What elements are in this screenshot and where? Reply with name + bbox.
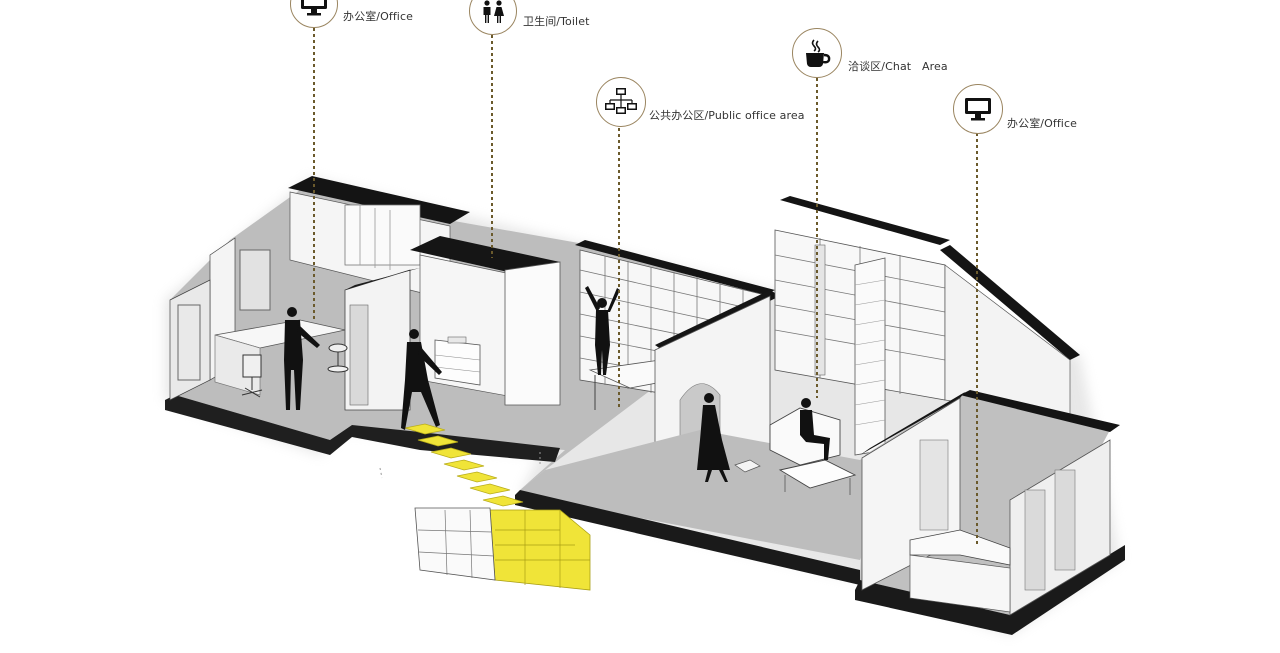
toilet-people-icon — [483, 0, 504, 23]
callout-chat-area-icon-ring — [792, 28, 842, 78]
person-standing-dress — [697, 393, 730, 482]
callout-label-public-office: 公共办公区/Public office area — [649, 109, 805, 122]
person-walking — [401, 329, 442, 430]
person-arms-raised — [585, 286, 620, 375]
monitor-icon — [301, 0, 327, 16]
callout-label-chat-area: 洽谈区/Chat Area — [848, 60, 948, 73]
callout-office-right-icon-ring — [953, 84, 1003, 134]
people — [284, 286, 830, 482]
leader-lines — [313, 28, 978, 545]
callout-label-toilet: 卫生间/Toilet — [523, 15, 590, 28]
monitor-icon — [965, 98, 991, 121]
stair-block — [489, 509, 591, 591]
wall-cap-left — [288, 176, 470, 224]
office-chair — [241, 354, 263, 398]
person-seated — [800, 398, 830, 460]
open-cabinet — [414, 507, 496, 581]
coffee-cup-icon — [806, 39, 831, 67]
callout-label-office-right: 办公室/Office — [1007, 117, 1077, 130]
network-computers-icon — [605, 88, 637, 114]
stool — [327, 343, 349, 373]
slab-edge-left — [165, 395, 560, 462]
callout-public-office-icon-ring — [596, 77, 646, 127]
stairs — [404, 423, 591, 591]
person-left-office — [284, 307, 320, 410]
callout-label-office-left: 办公室/Office — [343, 10, 413, 23]
